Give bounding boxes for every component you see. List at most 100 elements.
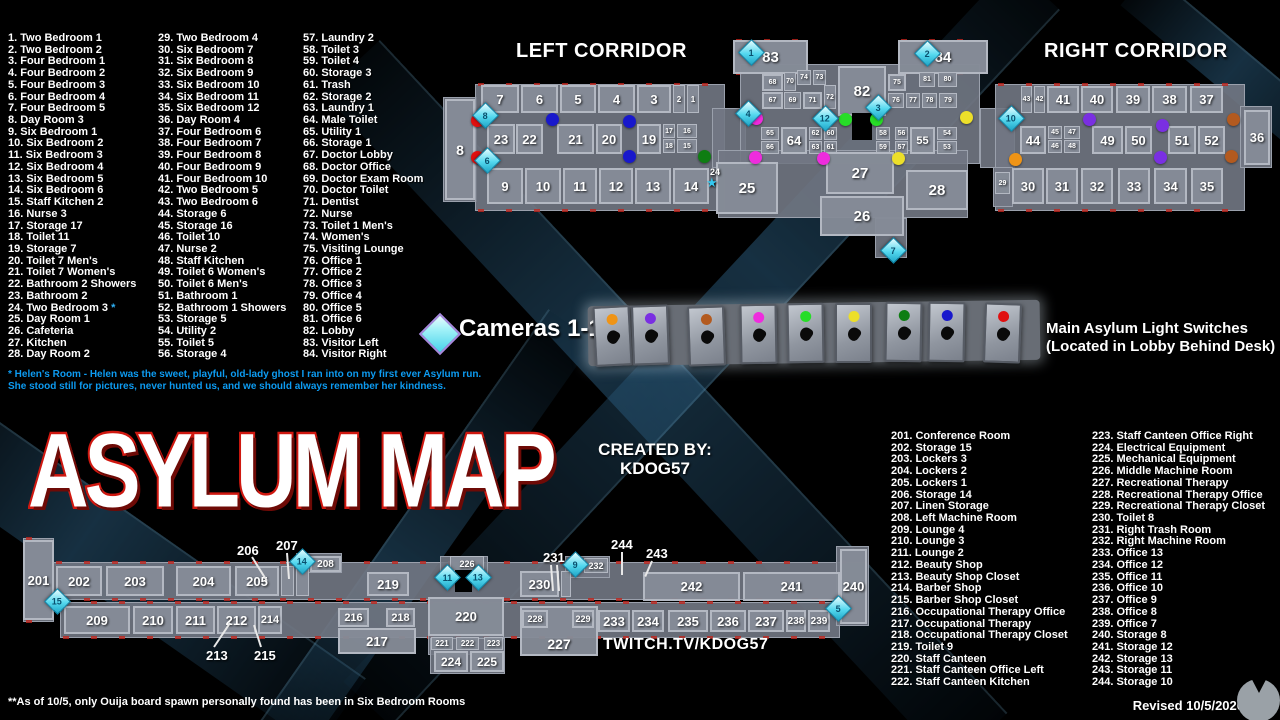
map-room: 34 bbox=[1154, 168, 1187, 204]
map-room: 25 bbox=[716, 162, 778, 214]
room-list-item: 20. Toilet 7 Men's bbox=[8, 254, 98, 267]
room-list-item: 4. Four Bedroom 2 bbox=[8, 67, 106, 80]
camera-number: 1 bbox=[748, 47, 755, 58]
room-list-item: 214. Barber Shop bbox=[891, 582, 982, 595]
room-list-item: 233. Office 13 bbox=[1092, 547, 1163, 560]
switch-color-dot bbox=[605, 313, 618, 326]
camera-diamond-icon bbox=[418, 312, 462, 356]
map-room: 19 bbox=[637, 124, 661, 154]
camera-number: 13 bbox=[473, 572, 484, 583]
light-switch-dot-marker bbox=[1156, 119, 1169, 132]
map-room: 18 bbox=[663, 139, 675, 153]
room-list-item: 21. Toilet 7 Women's bbox=[8, 266, 116, 279]
map-room: 39 bbox=[1116, 86, 1150, 113]
helen-note-line1: * Helen's Room - Helen was the sweet, pl… bbox=[8, 369, 482, 380]
room-list-item: 10. Six Bedroom 2 bbox=[8, 137, 104, 150]
room-list-item: 84. Visitor Right bbox=[303, 348, 387, 361]
room-list-item: 5. Four Bedroom 3 bbox=[8, 78, 106, 91]
room-list-item: 60. Storage 3 bbox=[303, 67, 372, 80]
room-list-item: 222. Staff Canteen Kitchen bbox=[891, 676, 1030, 689]
room-list-item: 75. Visiting Lounge bbox=[303, 242, 404, 255]
left-corridor-heading: LEFT CORRIDOR bbox=[516, 40, 687, 62]
map-room: 204 bbox=[176, 566, 231, 596]
map-room: 216 bbox=[338, 608, 369, 627]
room-list-item: 1. Two Bedroom 1 bbox=[8, 32, 102, 44]
map-room: 5 bbox=[560, 85, 596, 113]
map-room: 233 bbox=[598, 610, 630, 632]
camera-number: 8 bbox=[482, 110, 489, 121]
room-list-item: 227. Recreational Therapy bbox=[1092, 476, 1229, 489]
map-label: 24 bbox=[710, 167, 721, 177]
map-room: 222 bbox=[456, 637, 479, 650]
map-room: 33 bbox=[1118, 168, 1150, 204]
map-room: 6 bbox=[521, 85, 558, 113]
room-list-item: 82. Lobby bbox=[303, 324, 355, 337]
room-list-item: 208. Left Machine Room bbox=[891, 512, 1017, 525]
room-list-item: 66. Storage 1 bbox=[303, 137, 372, 150]
room-list-item: 25. Day Room 1 bbox=[8, 313, 90, 326]
map-room: 53 bbox=[937, 141, 957, 154]
switch-color-dot bbox=[799, 310, 811, 323]
room-list-item: 236. Office 10 bbox=[1092, 582, 1163, 595]
map-room: 29 bbox=[995, 172, 1010, 194]
right-corridor-heading: RIGHT CORRIDOR bbox=[1044, 40, 1228, 62]
map-room: 7 bbox=[481, 85, 519, 113]
switch-toggle-icon bbox=[697, 328, 716, 346]
map-room: 46 bbox=[1048, 140, 1062, 153]
map-label: 215 bbox=[254, 648, 276, 663]
helen-note-line2: She stood still for pictures, never hunt… bbox=[8, 380, 446, 392]
room-list-item: 68. Doctor Office bbox=[303, 160, 392, 173]
map-room: 20 bbox=[596, 124, 622, 154]
map-room: 22 bbox=[516, 124, 543, 154]
map-room: 67 bbox=[762, 92, 783, 109]
map-room: 74 bbox=[797, 70, 811, 85]
room-list-item: 39. Four Bedroom 8 bbox=[158, 149, 262, 162]
map-room: 218 bbox=[386, 608, 415, 627]
camera-number: 9 bbox=[572, 559, 579, 570]
room-list-item: 237. Office 9 bbox=[1092, 594, 1157, 607]
room-list-item: 59. Toilet 4 bbox=[303, 55, 360, 68]
map-room: 48 bbox=[1064, 140, 1080, 153]
switch-toggle-icon bbox=[844, 325, 863, 343]
camera-number: 4 bbox=[745, 108, 752, 119]
room-list-item: 45. Storage 16 bbox=[158, 219, 233, 232]
room-list-item: 48. Staff Kitchen bbox=[158, 254, 245, 267]
camera-number: 3 bbox=[875, 102, 882, 113]
room-list-item: 73. Toilet 1 Men's bbox=[303, 219, 393, 232]
room-list-item: 235. Office 11 bbox=[1092, 570, 1163, 583]
light-switch-panel bbox=[884, 301, 923, 363]
light-switches-caption: Main Asylum Light Switches (Located in L… bbox=[1046, 320, 1275, 356]
room-list-item: 47. Nurse 2 bbox=[158, 242, 217, 255]
map-room: 26 bbox=[820, 196, 904, 236]
room-list-item: 205. Lockers 1 bbox=[891, 476, 967, 489]
map-room: 237 bbox=[748, 610, 784, 632]
map-room: 52 bbox=[1198, 126, 1225, 154]
created-by-label: CREATED BY: bbox=[598, 440, 712, 459]
room-list-item: 231. Right Trash Room bbox=[1092, 523, 1212, 536]
map-room: 212 bbox=[217, 606, 256, 634]
map-room: 236 bbox=[710, 610, 746, 632]
map-room: 201 bbox=[23, 540, 54, 620]
map-room: 44 bbox=[1020, 126, 1046, 154]
map-room: 225 bbox=[470, 651, 504, 672]
room-list-item: 212. Beauty Shop bbox=[891, 558, 983, 571]
room-list-item: 216. Occupational Therapy Office bbox=[891, 605, 1066, 618]
room-list-item: 202. Storage 15 bbox=[891, 441, 972, 454]
map-room: 43 bbox=[1021, 86, 1032, 113]
map-room: 30 bbox=[1012, 168, 1044, 204]
room-list-item: 13. Six Bedroom 5 bbox=[8, 172, 104, 185]
room-list-item: 218. Occupational Therapy Closet bbox=[891, 629, 1068, 642]
map-room: 40 bbox=[1081, 86, 1113, 113]
map-room: 13 bbox=[635, 168, 671, 204]
room-list-item: 30. Six Bedroom 7 bbox=[158, 43, 254, 56]
room-list-item: 3. Four Bedroom 1 bbox=[8, 55, 106, 68]
map-room: 1 bbox=[687, 85, 699, 113]
map-room: 28 bbox=[906, 170, 968, 210]
room-list-item: 52. Bathroom 1 Showers bbox=[158, 301, 287, 314]
cameras-legend-label: Cameras 1-15 bbox=[459, 315, 616, 342]
map-room: 9 bbox=[487, 168, 523, 204]
room-list-item: 226. Middle Machine Room bbox=[1092, 465, 1233, 478]
switch-toggle-icon bbox=[993, 325, 1012, 343]
room-list-item: 26. Cafeteria bbox=[8, 324, 74, 337]
